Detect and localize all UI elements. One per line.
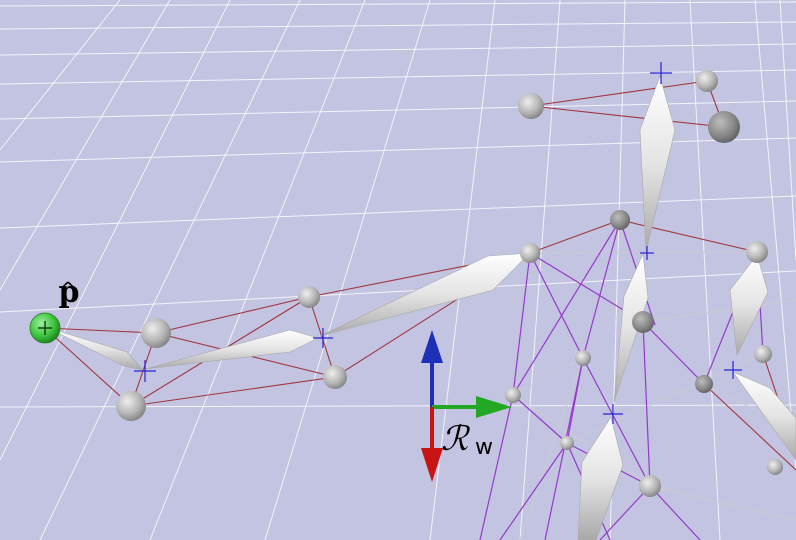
joint-right-knee — [767, 459, 783, 475]
joint-foot — [639, 475, 661, 497]
frame-label: ℛ w — [441, 419, 493, 460]
axis-y-icon — [421, 330, 443, 407]
axis-x-icon — [432, 396, 512, 418]
joint-head-top — [696, 70, 718, 92]
world-frame-axes — [421, 330, 512, 482]
bone-neck — [639, 75, 676, 253]
cross-icon — [650, 62, 672, 84]
joint-knee — [560, 436, 574, 450]
bone-spine — [613, 252, 649, 403]
cross-icon — [313, 328, 333, 348]
bone-hand — [47, 327, 144, 371]
joint-shoulder-right — [746, 241, 768, 263]
model-links-gray — [512, 251, 796, 540]
joint-chest — [632, 311, 654, 333]
cross-icon — [134, 360, 156, 382]
point-label: ^ p — [59, 275, 80, 310]
joint-wrist-top — [141, 318, 171, 348]
joint-neck — [610, 210, 630, 230]
joint-head-left — [518, 93, 544, 119]
joint-wrist-bottom — [116, 391, 146, 421]
bone-upper-arm — [319, 252, 531, 337]
joint-right-hip — [695, 375, 713, 393]
point-label-hat: ^ — [60, 277, 77, 301]
cross-icon — [640, 246, 654, 260]
cross-icon — [724, 361, 742, 379]
marker-links — [44, 80, 796, 471]
selected-point-marker[interactable] — [29, 312, 61, 344]
joint-elbow-bottom — [323, 365, 347, 389]
joint-hip-left — [575, 350, 591, 366]
joints — [116, 70, 783, 497]
joint-origin-marker — [505, 387, 521, 403]
joint-shoulder-left — [520, 243, 540, 263]
joint-elbow-top — [298, 286, 320, 308]
joint-head-right — [708, 111, 740, 143]
joint-right-elbow — [754, 345, 772, 363]
point-label-symbol: p — [59, 275, 80, 310]
cross-icon — [603, 404, 623, 424]
frame-label-subscript: w — [475, 435, 493, 460]
frame-label-symbol: ℛ — [441, 419, 471, 459]
bone-right-forearm — [732, 371, 796, 461]
target-crosses — [134, 62, 742, 424]
bones — [47, 75, 796, 540]
axis-z-icon — [421, 407, 443, 482]
bone-leg — [577, 416, 624, 540]
